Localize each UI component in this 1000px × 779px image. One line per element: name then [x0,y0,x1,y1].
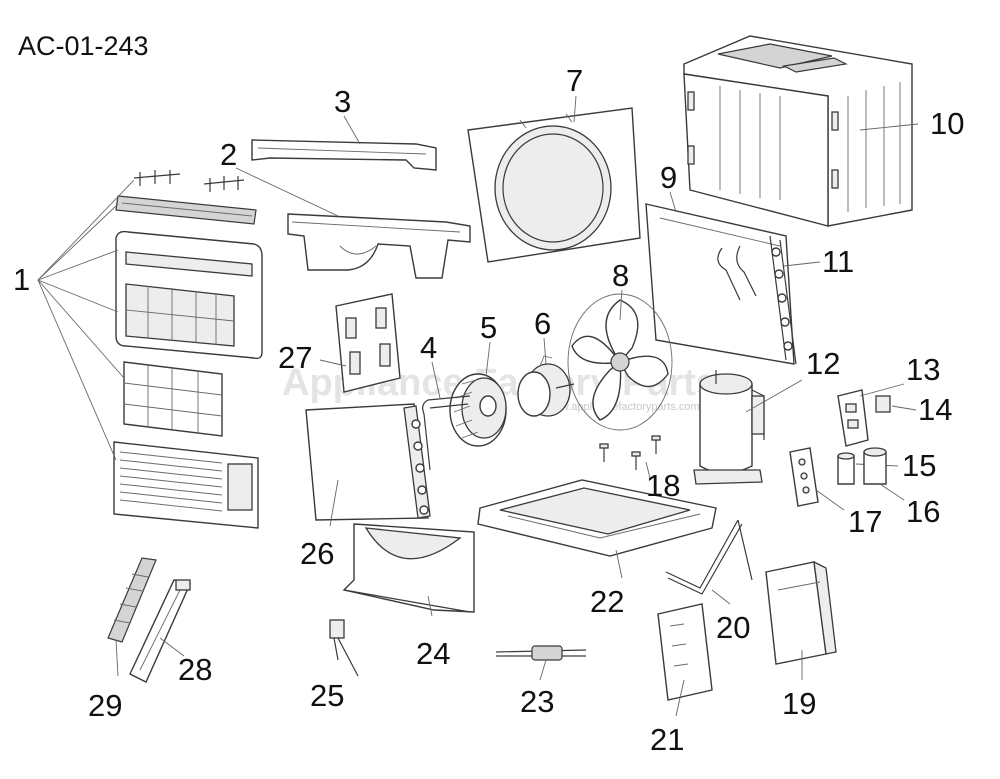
part-7-fan-shroud[interactable] [467,107,641,263]
leader-line-28 [159,637,185,657]
screen-mesh [113,573,149,624]
part-17-terminal-block[interactable] [789,447,819,507]
leader-line-5 [485,341,491,377]
callout-14: 14 [918,392,952,427]
callout-18: 18 [646,468,680,503]
callout-2: 2 [220,137,237,172]
leader-line-6 [543,337,547,365]
leader-line-21 [675,679,685,717]
leader-line-22 [615,549,623,579]
callout-16: 16 [906,494,940,529]
callout-23: 23 [520,684,554,719]
leader-line-7 [573,95,577,123]
callout-25: 25 [310,678,344,713]
model-number: AC-01-243 [18,31,149,61]
leader-line-13 [859,383,905,397]
callout-numbers: 1 2 3 4 5 6 7 8 9 10 11 12 13 14 15 16 1… [13,63,964,757]
louver-clips [133,170,245,192]
leader-line-23 [539,659,547,681]
callout-11: 11 [822,244,854,279]
part-27-bracket[interactable] [335,293,401,393]
leader-lines-1 [37,179,135,461]
leader-line-11 [783,261,821,267]
part-25-temperature-sensor[interactable] [329,619,359,677]
leader-line-14 [891,405,917,411]
callout-17: 17 [848,504,882,539]
evaporator-returns [411,419,429,515]
leader-line-10 [859,123,919,131]
callout-4: 4 [420,330,437,365]
callout-19: 19 [782,686,816,721]
part-21-side-bracket[interactable] [657,603,713,701]
part-2-air-duct[interactable] [287,213,471,279]
part-18-mounting-screws[interactable] [599,435,661,470]
leader-line-20 [711,589,731,605]
part-1-front-panel-assembly[interactable] [113,170,263,529]
callout-3: 3 [334,84,351,119]
leader-line-3 [343,115,361,145]
callout-24: 24 [416,636,450,671]
callout-7: 7 [566,63,583,98]
callout-28: 28 [178,652,212,687]
leader-line-24 [427,595,433,617]
blower-vanes [453,379,479,439]
leader-line-2 [235,167,339,217]
callout-29: 29 [88,688,122,723]
leader-line-17 [815,489,845,511]
part-16-capacitor[interactable] [863,447,887,485]
leader-line-12 [745,379,803,413]
callout-13: 13 [906,352,940,387]
part-28-louver-guide[interactable] [129,579,191,683]
part-4-tube-connector[interactable] [422,395,471,471]
part-15-capacitor[interactable] [837,452,855,485]
part-11-condenser-tubing[interactable] [717,235,797,365]
leader-line-27 [319,359,347,367]
callout-10: 10 [930,106,964,141]
callout-27: 27 [278,340,312,375]
part-29-filter-screen[interactable] [107,557,157,643]
part-12-compressor[interactable] [693,370,765,485]
callout-21: 21 [650,722,684,757]
leader-line-8 [619,289,623,321]
part-13-control-board[interactable] [837,389,869,447]
callout-9: 9 [660,160,677,195]
part-8-axial-fan-blade[interactable] [567,293,673,431]
leader-line-18 [645,461,651,479]
part-26-evaporator-coil[interactable] [305,403,431,521]
frame-grid [125,286,235,345]
part-9-condenser-coil[interactable] [645,203,795,365]
part-19-electrical-box[interactable] [765,560,837,665]
callout-5: 5 [480,310,497,345]
callout-22: 22 [590,584,624,619]
callout-6: 6 [534,306,551,341]
leader-line-26 [329,479,339,527]
part-24-drain-pan[interactable] [342,523,475,613]
leader-line-4 [431,361,441,399]
callout-26: 26 [300,536,334,571]
callout-20: 20 [716,610,750,645]
grille-slats [119,451,223,512]
cabinet-louvers [719,82,901,212]
part-6-fan-motor[interactable] [517,355,575,417]
coil-returns [771,247,793,351]
leader-line-16 [879,483,905,501]
part-14-relay[interactable] [875,395,891,413]
leader-line-9 [669,191,677,213]
callout-12: 12 [806,346,840,381]
part-5-blower-wheel[interactable] [449,373,507,447]
part-23-wire-harness[interactable] [495,645,587,661]
callout-15: 15 [902,448,936,483]
part-3-top-bracket[interactable] [251,139,437,171]
part-10-outer-cabinet[interactable] [683,35,913,227]
bracket-slots [669,623,689,667]
filter-grid [123,365,223,433]
callout-1: 1 [13,262,30,297]
part-20-refrigerant-pipe[interactable] [665,519,753,595]
callout-8: 8 [612,258,629,293]
part-22-base-pan[interactable] [477,479,717,557]
leader-line-29 [115,639,119,677]
